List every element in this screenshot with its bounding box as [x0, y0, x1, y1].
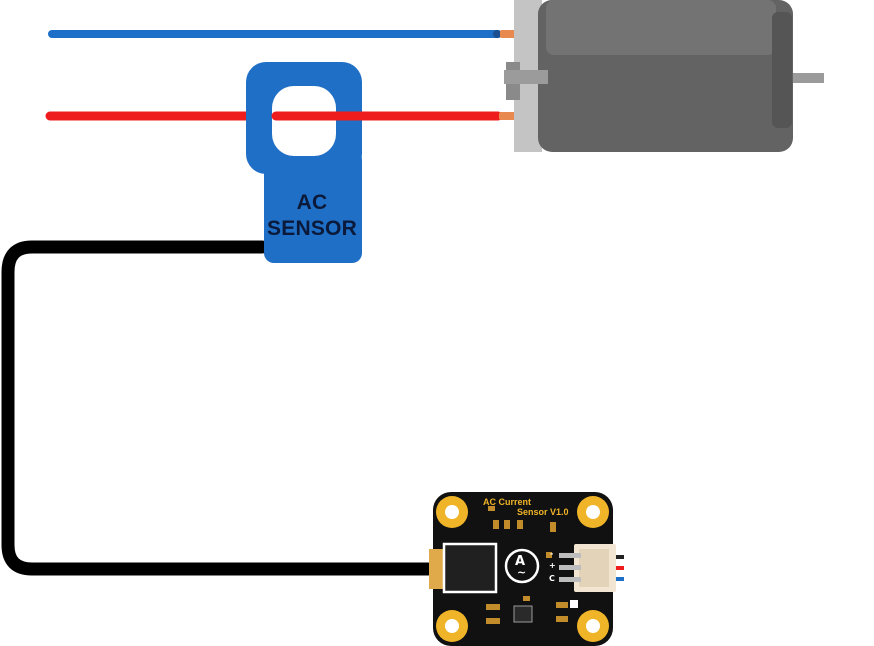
mount-hole: [577, 496, 609, 528]
board-logo: [570, 600, 578, 608]
meter-circle: [504, 548, 540, 584]
pin-header: [559, 544, 624, 592]
ac-sensor-label-line2: SENSOR: [267, 217, 357, 240]
mount-hole: [577, 610, 609, 642]
dc-motor: [504, 0, 824, 152]
jack-housing: [442, 542, 498, 594]
meter-sub-symbol: ~: [517, 566, 527, 579]
mount-hole: [436, 496, 468, 528]
signal-cable: [1, 240, 435, 576]
ac-sensor-label-line1: AC: [296, 191, 328, 214]
pin-label-vcc: +: [549, 561, 556, 570]
board-title-line2: Sensor V1.0: [517, 507, 569, 517]
meter-symbol: A: [515, 554, 526, 569]
pin-label-gnd: -: [550, 549, 554, 558]
smd-components: [486, 506, 568, 624]
mount-hole: [436, 610, 468, 642]
ac-sensor-label: AC SENSOR: [262, 190, 362, 242]
blue-wire-end: [493, 30, 501, 38]
board-title-line1: AC Current: [483, 497, 532, 507]
blue-wire-copper-tip: [500, 30, 516, 38]
jack-connector: [429, 549, 445, 589]
pin-label-signal: C: [549, 574, 555, 583]
red-wire-copper-tip: [499, 112, 517, 120]
sensor-board: [429, 492, 624, 646]
